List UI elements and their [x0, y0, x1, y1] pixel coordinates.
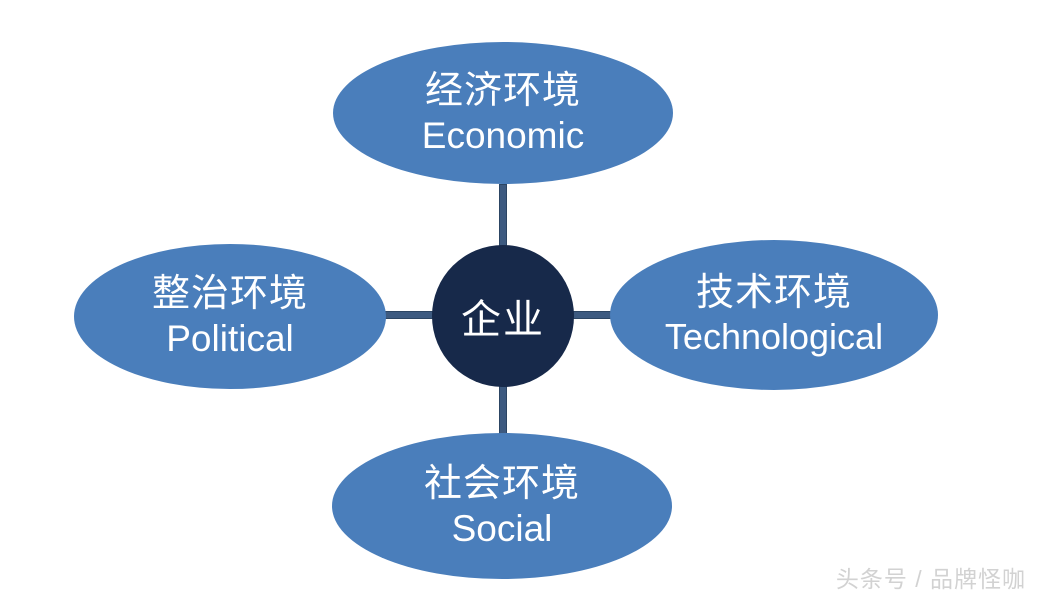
center-node-enterprise[interactable]: 企业 [432, 245, 574, 387]
node-technological-label-en: Technological [664, 316, 884, 358]
connector-center-to-technological [573, 311, 611, 319]
node-social-label-en: Social [451, 507, 553, 549]
connector-center-to-economic [499, 184, 507, 246]
node-political-label-cn: 整治环境 [151, 273, 308, 315]
connector-center-to-social [499, 386, 507, 434]
node-economic-label-en: Economic [421, 114, 585, 156]
node-political-label-en: Political [166, 318, 294, 360]
node-economic[interactable]: 经济环境 Economic [333, 42, 673, 184]
node-technological[interactable]: 技术环境 Technological [610, 240, 938, 390]
connector-center-to-political [385, 311, 433, 319]
node-social-label-cn: 社会环境 [423, 462, 580, 505]
node-political[interactable]: 整治环境 Political [74, 244, 386, 389]
center-node-label: 企业 [461, 298, 545, 342]
node-social[interactable]: 社会环境 Social [332, 433, 672, 579]
node-technological-label-cn: 技术环境 [695, 272, 852, 315]
watermark: 头条号 / 品牌怪咖 [835, 566, 1026, 592]
node-economic-label-cn: 经济环境 [424, 69, 581, 112]
